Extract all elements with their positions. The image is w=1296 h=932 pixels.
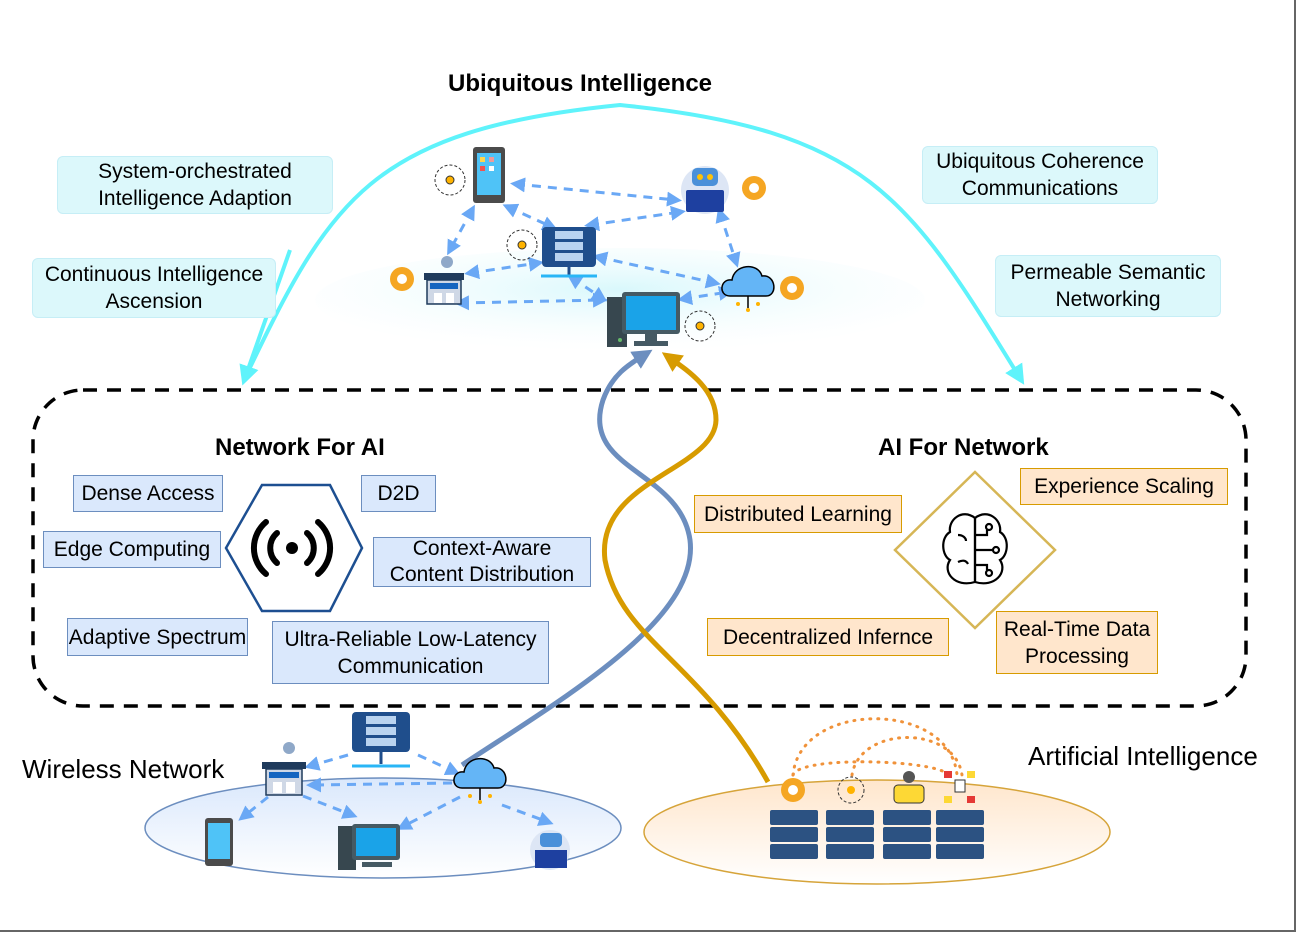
frame-bottom-edge <box>0 930 1296 932</box>
item-urllc: Ultra-Reliable Low-Latency Communication <box>272 621 549 684</box>
wireless-phone-icon <box>205 818 233 866</box>
integration-boundary <box>31 388 1248 708</box>
wireless-robot-laptop-icon <box>530 830 570 870</box>
wireless-server-icon <box>352 712 410 768</box>
ubiquitous-intelligence-title: Ubiquitous Intelligence <box>448 70 713 97</box>
label-coherence-comms: Ubiquitous Coherence Communications <box>922 146 1158 204</box>
cloud-icon <box>721 266 775 312</box>
item-adaptive-spectrum: Adaptive Spectrum <box>67 618 248 656</box>
item-edge-computing: Edge Computing <box>43 531 221 568</box>
neural-brain-icons <box>434 164 716 342</box>
wireless-cloud-icon <box>453 758 507 804</box>
wireless-broadcast-icon <box>250 519 334 577</box>
ai-robot-laptop-icon <box>681 166 729 214</box>
item-context-aware: Context-Aware Content Distribution <box>373 537 591 587</box>
wireless-links <box>238 753 554 830</box>
label-system-orchestrated: System-orchestrated Intelligence Adaptio… <box>57 156 333 214</box>
ai-dotted-links <box>791 717 964 777</box>
gold-strand-arrow <box>602 352 771 784</box>
server-rack-icon <box>541 227 597 278</box>
item-experience-scaling: Experience Scaling <box>1020 468 1228 505</box>
ai-ellipse <box>643 779 1111 885</box>
item-decentralized-inference: Decentralized Infernce <box>707 618 949 656</box>
label-semantic-networking: Permeable Semantic Networking <box>995 255 1221 317</box>
blue-strand-arrow <box>460 349 693 768</box>
top-network-links <box>447 177 741 311</box>
desktop-computer-icon <box>607 292 680 347</box>
item-d2d: D2D <box>361 475 436 512</box>
wireless-network-label: Wireless Network <box>22 754 225 784</box>
frame-right-edge <box>1294 0 1296 932</box>
ai-model-icons <box>781 771 975 804</box>
wireless-desktop-icon <box>338 824 400 870</box>
artificial-intelligence-label: Artificial Intelligence <box>1028 741 1258 771</box>
base-station-icon <box>424 256 464 305</box>
item-dense-access: Dense Access <box>73 475 223 512</box>
item-distributed-learning: Distributed Learning <box>694 495 902 533</box>
ai-for-network-title: AI For Network <box>878 434 1049 461</box>
label-continuous-ascension: Continuous Intelligence Ascension <box>32 258 276 318</box>
ai-gear-icons <box>390 176 804 300</box>
brain-circuit-icon <box>942 513 1008 585</box>
smartphone-icon <box>473 147 505 203</box>
item-realtime-processing: Real-Time Data Processing <box>996 611 1158 674</box>
network-for-ai-title: Network For AI <box>215 434 385 461</box>
wireless-base-station-icon <box>262 742 306 796</box>
ai-server-stacks <box>770 810 984 859</box>
ubiquitous-arc-arrow <box>243 102 1025 385</box>
